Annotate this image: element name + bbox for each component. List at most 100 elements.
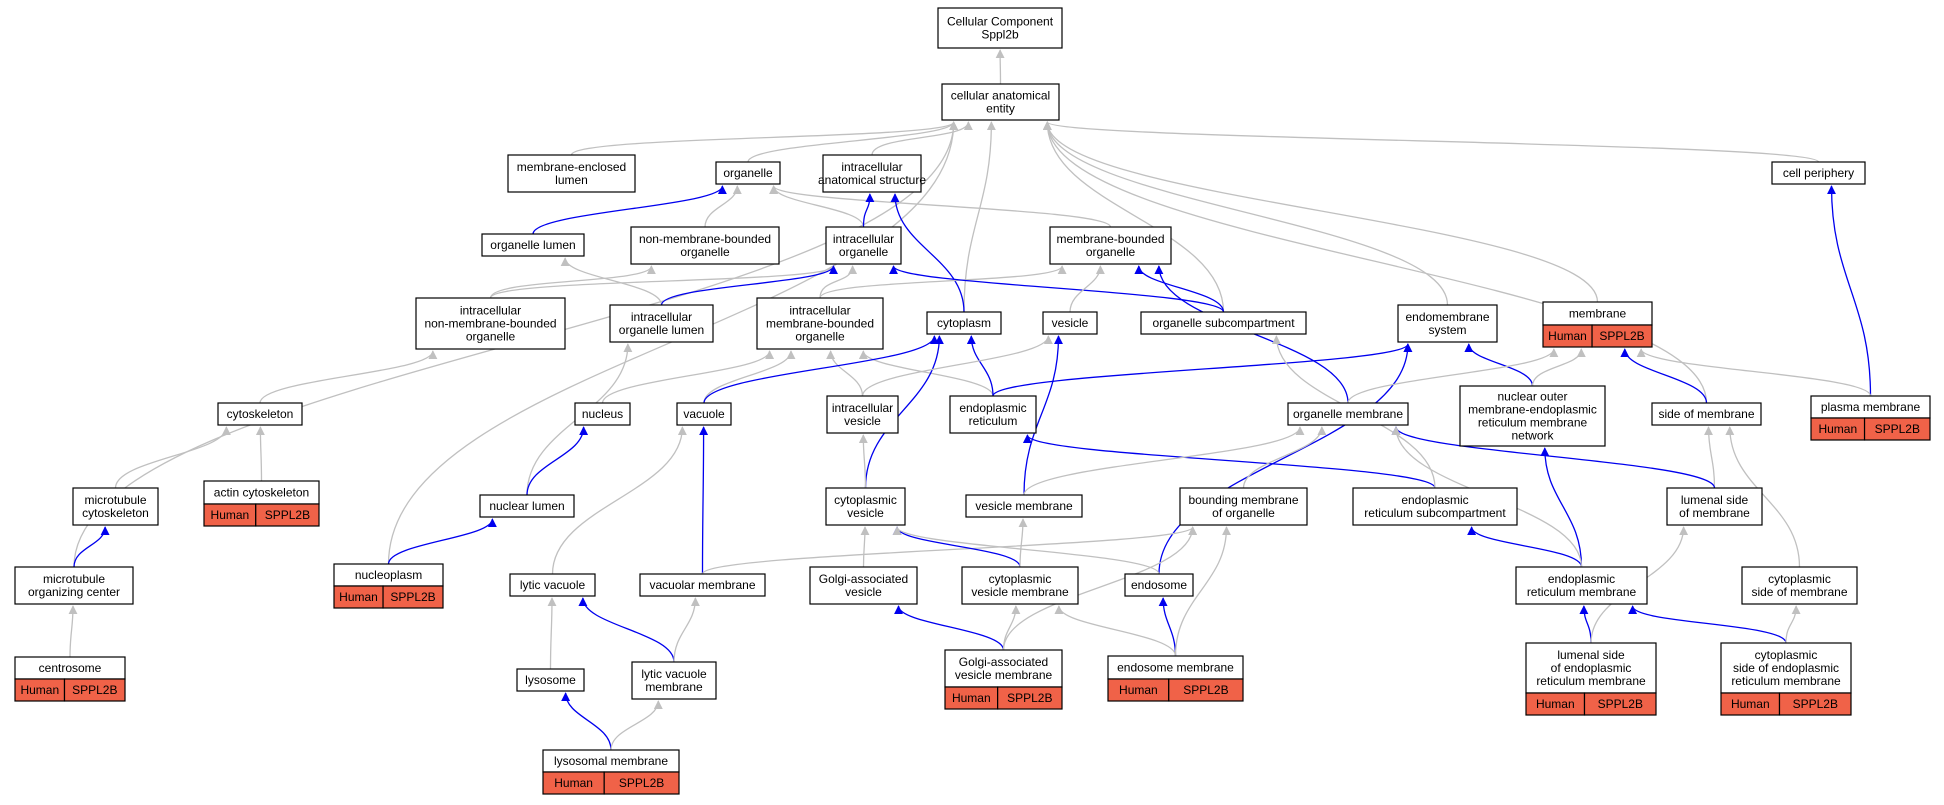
term-node-nl[interactable]: nuclear lumen [479, 494, 575, 518]
term-node-endo[interactable]: endosome [1124, 573, 1194, 597]
term-label: intracellular [841, 160, 902, 174]
term-label: lytic vacuole [641, 667, 707, 681]
term-label: cytoskeleton [82, 506, 149, 520]
term-label: system [1428, 323, 1466, 337]
term-node-osc[interactable]: organelle subcompartment [1140, 311, 1307, 335]
edge-is_a-cserm-csm [1785, 605, 1801, 644]
annotation-species: Human [211, 508, 250, 522]
term-label: reticulum membrane [1536, 674, 1646, 688]
edge-part_of-nomer-ems [1464, 343, 1534, 387]
edge-is_a-endom-bmo [1174, 526, 1231, 657]
term-node-som[interactable]: side of membrane [1651, 402, 1762, 426]
term-label: intracellular [833, 232, 894, 246]
edge-is_a-cytosk-inmbo [259, 350, 438, 404]
term-label: nuclear outer [1497, 390, 1567, 404]
term-node-vacm[interactable]: vacuolar membrane [639, 573, 766, 597]
term-node-lv[interactable]: lytic vacuole [509, 573, 596, 597]
term-label: non-membrane-bounded [424, 317, 556, 331]
term-label: organelle subcompartment [1152, 316, 1295, 330]
edge-part_of-pm-cp [1827, 185, 1872, 397]
term-box [630, 226, 780, 265]
edge-part_of-cserm-erm [1628, 605, 1787, 644]
term-label: anatomical structure [818, 173, 926, 187]
edge-is_a-ves-mbo [1069, 265, 1105, 313]
term-box [825, 226, 902, 265]
term-node-cyto[interactable]: cytoplasm [926, 311, 1002, 335]
edge-is_a-lys-lv [547, 597, 557, 670]
term-node-ves[interactable]: vesicle [1042, 311, 1098, 335]
term-label: cytoplasm [937, 316, 991, 330]
term-label: lumenal side [1681, 493, 1749, 507]
term-node-om[interactable]: organelle membrane [1287, 402, 1409, 426]
term-node-vac[interactable]: vacuole [676, 402, 732, 426]
edge-is_a-ias-cae [871, 121, 973, 156]
annotation-gene: SPPL2B [72, 683, 117, 697]
term-node-vm[interactable]: vesicle membrane [965, 494, 1083, 518]
term-label: organelle membrane [1293, 407, 1403, 421]
term-box [574, 402, 631, 426]
term-node-lys[interactable]: lysosome [516, 668, 585, 692]
term-box [715, 161, 781, 185]
term-label: organelle [839, 245, 889, 259]
annotation-gene: SPPL2B [619, 776, 664, 790]
term-node-ol[interactable]: organelle lumen [481, 233, 585, 257]
edge-part_of-er-cyto [966, 335, 994, 397]
term-label: organelle [680, 245, 730, 259]
edge-part_of-osc-mbo [1134, 265, 1225, 313]
term-node-inmbo[interactable]: intracellularnon-membrane-boundedorganel… [415, 297, 566, 350]
term-label: cell periphery [1783, 166, 1854, 180]
annotation-gene-cell [603, 771, 680, 795]
term-box [1042, 311, 1098, 335]
term-label: endomembrane [1405, 310, 1489, 324]
term-node-org[interactable]: organelle [715, 161, 781, 185]
term-node-cp[interactable]: cell periphery [1771, 161, 1866, 185]
term-box [826, 395, 899, 434]
term-node-nomer[interactable]: nuclear outermembrane-endoplasmicreticul… [1459, 385, 1606, 447]
edge-is_a-iv-ves [861, 335, 1053, 397]
edge-part_of-np-nl [387, 518, 497, 565]
annotation-gene-cell [382, 585, 444, 609]
edge-part_of-lsm-om [1391, 426, 1716, 489]
term-node-cytosk[interactable]: cytoskeleton [217, 402, 303, 426]
edge-is_a-bmo-om [1242, 426, 1327, 489]
term-box [72, 487, 159, 526]
term-node-nuc[interactable]: nucleus [574, 402, 631, 426]
term-label: microtubule [84, 493, 146, 507]
term-label: membrane-bounded [766, 317, 874, 331]
edge-part_of-lvm-lv [578, 597, 675, 663]
edge-is_a-iv-imbo [826, 350, 864, 397]
